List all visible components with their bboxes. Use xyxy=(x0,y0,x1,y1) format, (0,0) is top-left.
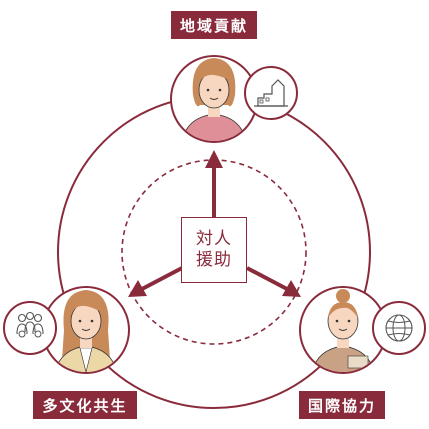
avatar-left xyxy=(42,286,130,374)
center-box: 対人 援助 xyxy=(181,217,247,283)
center-line-2: 援助 xyxy=(196,250,232,270)
globe-icon xyxy=(372,301,426,355)
avatar-top xyxy=(170,55,258,143)
center-line-1: 対人 xyxy=(196,229,232,249)
group-people-icon xyxy=(3,301,57,355)
arrow-left xyxy=(128,266,183,297)
arrow-up xyxy=(205,150,223,217)
label-top: 地域貢献 xyxy=(171,11,257,39)
label-left: 多文化共生 xyxy=(33,391,137,419)
factory-icon xyxy=(244,66,298,120)
label-right: 国際協力 xyxy=(299,391,385,419)
arrow-right xyxy=(246,266,301,297)
